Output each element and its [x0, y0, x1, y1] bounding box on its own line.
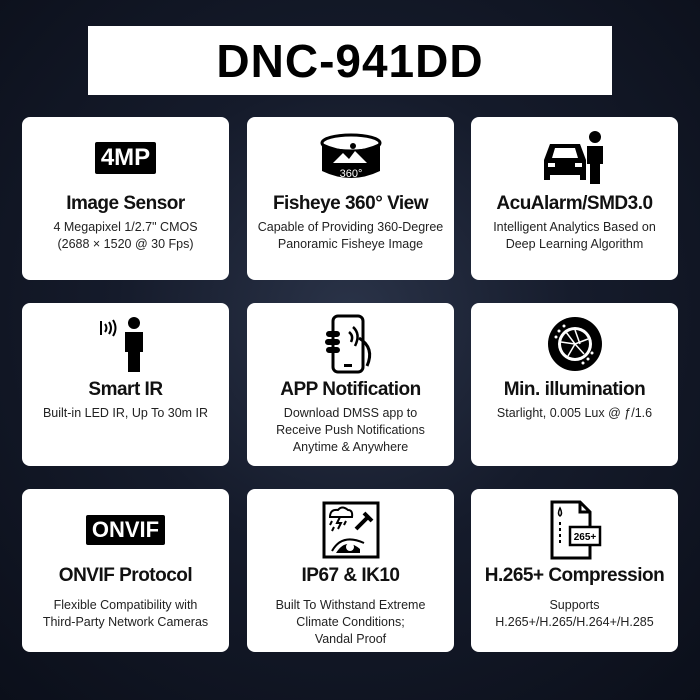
feature-description: Capable of Providing 360-Degree Panorami… [257, 220, 444, 251]
feature-description: Built To Withstand Extreme Climate Condi… [275, 598, 426, 646]
feature-description: Starlight, 0.005 Lux @ ƒ/1.6 [496, 406, 653, 420]
title-banner: DNC-941DD [88, 26, 612, 95]
feature-description: Intelligent Analytics Based on Deep Lear… [493, 220, 656, 251]
h265-file-icon: 265+ [546, 500, 604, 560]
car-person-icon [540, 129, 610, 187]
onvif-badge-icon: ONVIF [85, 501, 166, 559]
4mp-badge-icon: 4MP [94, 129, 157, 187]
phone-hand-icon [323, 314, 379, 374]
svg-text:360°: 360° [339, 168, 362, 180]
feature-heading: Min. illumination [503, 379, 646, 400]
feature-heading: H.265+ Compression [484, 565, 665, 586]
feature-description: 4 Megapixel 1/2.7" CMOS (2688 × 1520 @ 3… [53, 220, 198, 251]
feature-heading: IP67 & IK10 [301, 565, 401, 586]
feature-heading: Smart IR [88, 379, 163, 400]
feature-heading: Fisheye 360° View [272, 193, 429, 214]
feature-card-fisheye: 360° Fisheye 360° View Capable of Provid… [247, 117, 454, 280]
feature-card-app-notification: APP Notification Download DMSS app to Re… [247, 303, 454, 466]
feature-heading: Image Sensor [66, 193, 185, 214]
product-title: DNC-941DD [216, 34, 484, 87]
svg-text:265+: 265+ [573, 532, 596, 543]
feature-heading: ONVIF Protocol [58, 565, 193, 586]
feature-card-smart-ir: Smart IR Built-in LED IR, Up To 30m IR [22, 303, 229, 466]
feature-heading: APP Notification [280, 379, 421, 400]
feature-card-min-illumination: Min. illumination Starlight, 0.005 Lux @… [471, 303, 678, 466]
feature-description: Supports H.265+/H.265/H.264+/H.285 [495, 598, 654, 629]
feature-description: Flexible Compatibility with Third-Party … [42, 598, 209, 629]
fisheye-360-icon: 360° [319, 129, 383, 187]
feature-heading: AcuAlarm/SMD3.0 [496, 193, 653, 214]
weather-hammer-icon [322, 501, 380, 559]
feature-card-ip67-ik10: IP67 & IK10 Built To Withstand Extreme C… [247, 489, 454, 652]
ir-person-icon [98, 315, 154, 373]
feature-card-h265: 265+ H.265+ Compression Supports H.265+/… [471, 489, 678, 652]
feature-description: Built-in LED IR, Up To 30m IR [42, 406, 209, 420]
feature-card-onvif: ONVIF ONVIF Protocol Flexible Compatibil… [22, 489, 229, 652]
aperture-icon [546, 315, 604, 373]
feature-card-acualarm: AcuAlarm/SMD3.0 Intelligent Analytics Ba… [471, 117, 678, 280]
feature-description: Download DMSS app to Receive Push Notifi… [276, 406, 425, 454]
feature-card-image-sensor: 4MP Image Sensor 4 Megapixel 1/2.7" CMOS… [22, 117, 229, 280]
